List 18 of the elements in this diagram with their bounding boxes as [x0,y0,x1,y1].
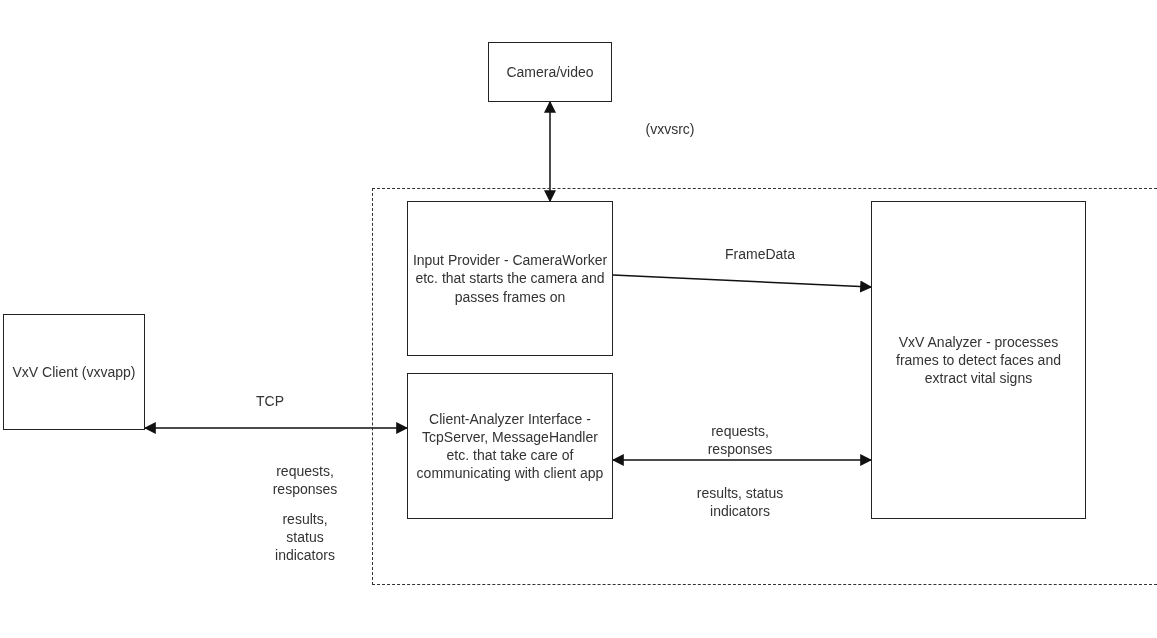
dashed-boundary [372,188,1157,585]
flow-note: results, status indicators [274,510,336,565]
component-box [871,201,1086,519]
arrow [544,100,556,203]
arrow [612,274,873,293]
box-text: VxV Analyzer - processes frames to detect faces and extract vital signs [895,332,1062,388]
box-text: Camera/video [505,62,595,82]
arrow [143,422,409,434]
box-text: Input Provider - CameraWorker etc. that starts the camera and passes frames on [411,251,609,306]
arrow [611,454,873,466]
flow-note: (vxvsrc) [644,120,696,139]
box-text: VxV Client (vxvapp) [11,362,137,382]
flow-note: requests, responses [271,462,339,499]
component-box [488,42,612,102]
component-box [407,201,613,356]
box-text: Client-Analyzer Interface - TcpServer, MessageHandler etc. that take care of communicating with client app [415,409,605,483]
component-box [407,373,613,519]
component-box [3,314,145,430]
